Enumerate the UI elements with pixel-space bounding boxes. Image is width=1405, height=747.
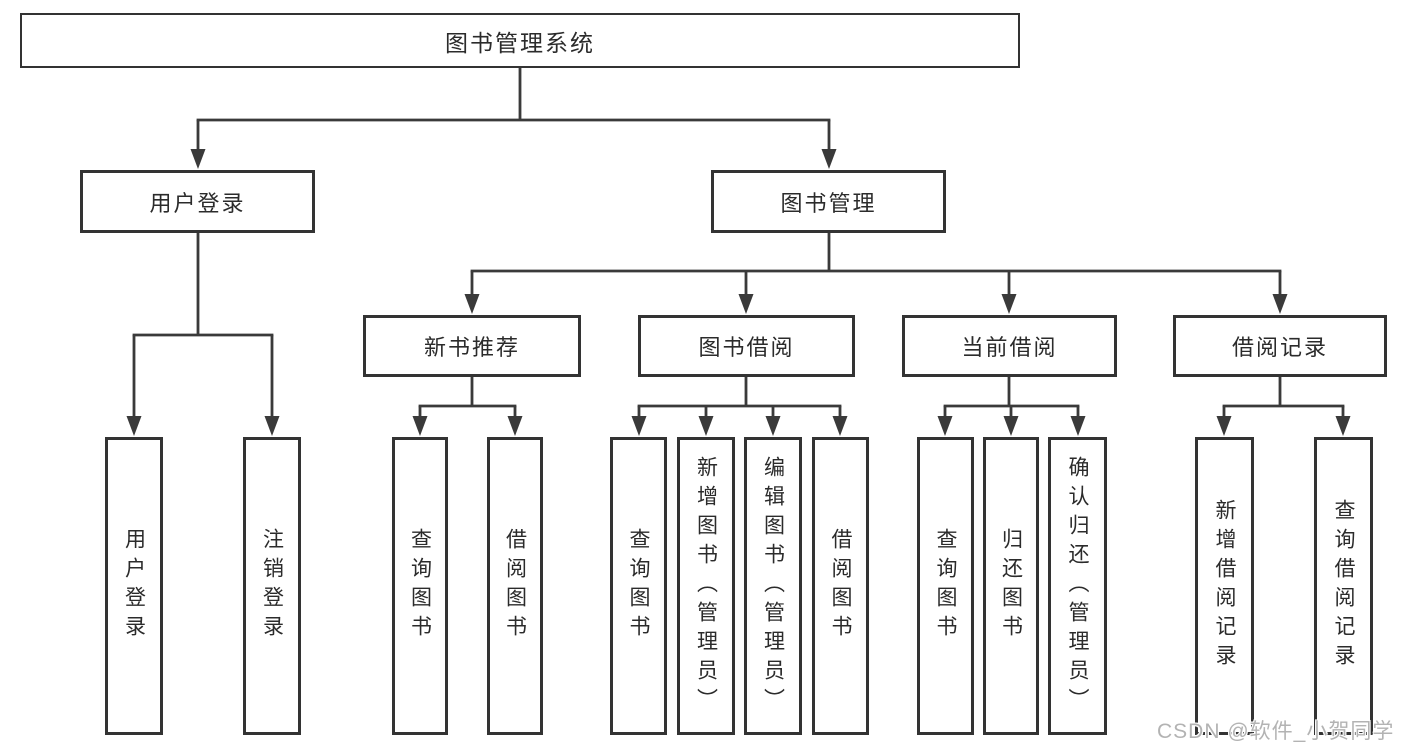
node-current-borrow: 当前借阅 xyxy=(902,315,1117,377)
node-book-mgmt: 图书管理 xyxy=(711,170,946,233)
node-borrow-records: 借阅记录 xyxy=(1173,315,1387,377)
node-current-borrow-label: 当前借阅 xyxy=(961,335,1058,360)
node-leaf-add-books-admin: 新增图书（管理员） xyxy=(677,437,735,735)
leaf-label-return-books: 归还图书 xyxy=(999,528,1023,644)
node-user-login-label: 用户登录 xyxy=(149,190,246,216)
node-book-mgmt-label: 图书管理 xyxy=(780,190,877,216)
node-leaf-query-books-borrow: 查询图书 xyxy=(610,437,667,735)
leaf-label-confirm-return-admin: 确认归还（管理员） xyxy=(1066,455,1089,717)
leaf-label-user-login: 用户登录 xyxy=(122,528,146,644)
leaf-label-query-books-current: 查询图书 xyxy=(934,528,957,644)
node-user-login: 用户登录 xyxy=(80,170,315,233)
node-leaf-borrow-books-rec: 借阅图书 xyxy=(487,437,543,735)
node-leaf-query-books-rec: 查询图书 xyxy=(392,437,448,735)
leaf-label-logout: 注销登录 xyxy=(260,528,284,644)
leaf-label-add-books-admin: 新增图书（管理员） xyxy=(694,455,718,717)
node-root-system: 图书管理系统 xyxy=(20,13,1020,68)
node-book-borrow: 图书借阅 xyxy=(638,315,855,377)
node-leaf-user-login: 用户登录 xyxy=(105,437,163,735)
node-new-book-rec-label: 新书推荐 xyxy=(423,335,520,360)
leaf-label-query-borrow-record: 查询借阅记录 xyxy=(1332,499,1355,673)
watermark-text: CSDN @软件_小贺同学 xyxy=(1157,720,1395,743)
node-leaf-query-borrow-record: 查询借阅记录 xyxy=(1314,437,1373,735)
node-borrow-records-label: 借阅记录 xyxy=(1231,335,1328,360)
node-leaf-add-borrow-record: 新增借阅记录 xyxy=(1195,437,1254,735)
node-leaf-logout: 注销登录 xyxy=(243,437,301,735)
node-leaf-return-books: 归还图书 xyxy=(983,437,1039,735)
leaf-label-query-books-rec: 查询图书 xyxy=(408,528,432,644)
leaf-label-borrow-books: 借阅图书 xyxy=(829,528,852,644)
node-root-label: 图书管理系统 xyxy=(445,29,595,56)
leaf-label-borrow-books-rec: 借阅图书 xyxy=(503,528,527,644)
node-leaf-edit-books-admin: 编辑图书（管理员） xyxy=(744,437,802,735)
node-leaf-borrow-books: 借阅图书 xyxy=(812,437,869,735)
leaf-label-edit-books-admin: 编辑图书（管理员） xyxy=(761,455,785,717)
leaf-label-add-borrow-record: 新增借阅记录 xyxy=(1213,499,1236,673)
node-new-book-rec: 新书推荐 xyxy=(363,315,581,377)
leaf-label-query-books-borrow: 查询图书 xyxy=(627,528,650,644)
node-leaf-query-books-current: 查询图书 xyxy=(917,437,974,735)
node-leaf-confirm-return-admin: 确认归还（管理员） xyxy=(1048,437,1107,735)
node-book-borrow-label: 图书借阅 xyxy=(698,335,795,360)
